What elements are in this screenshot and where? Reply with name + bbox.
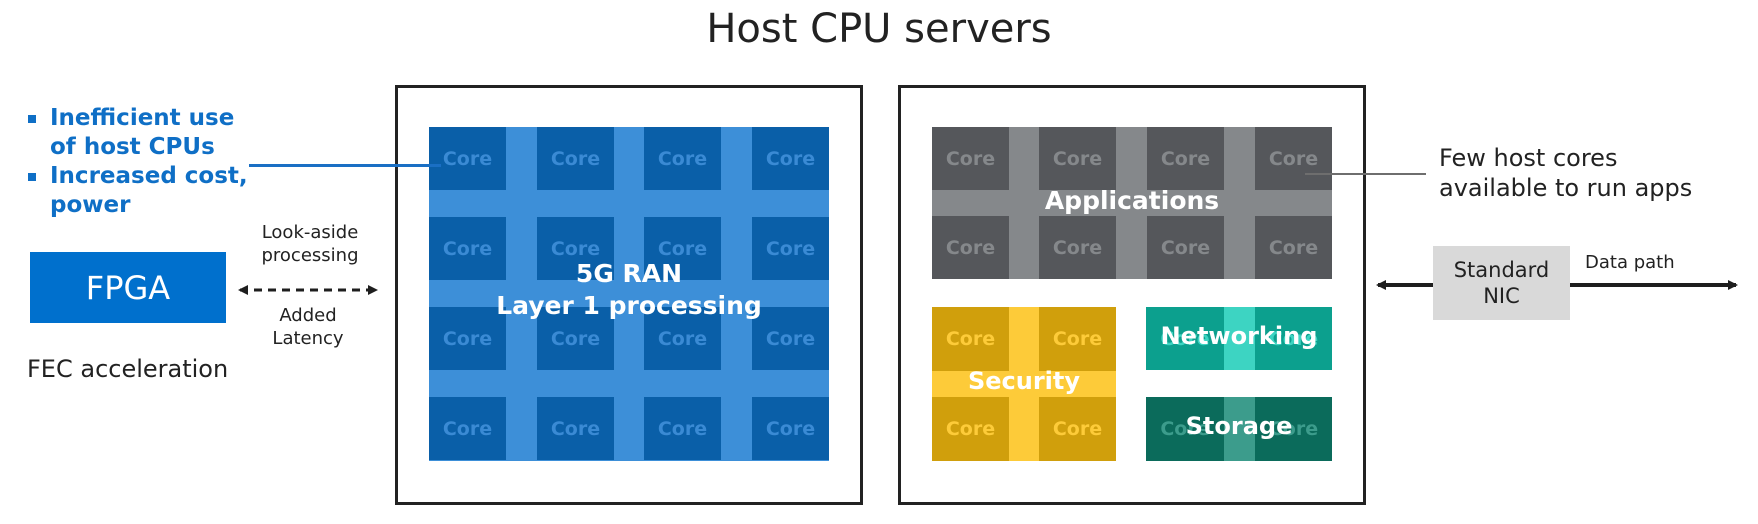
diagram-title: Host CPU servers — [706, 6, 1052, 52]
fpga-label: FPGA — [85, 268, 171, 307]
core-cell: Core — [932, 397, 1009, 461]
core-cell: Core — [537, 307, 614, 370]
core-cell: Core — [1147, 127, 1224, 190]
core-cell: Core — [752, 217, 829, 280]
core-cell: Core — [1039, 127, 1116, 190]
latency-line2: Latency — [272, 328, 344, 349]
networking-label: Networking — [1160, 322, 1318, 350]
few-cores-line1: Few host cores — [1439, 144, 1618, 172]
fec-acceleration-label: FEC acceleration — [27, 355, 229, 383]
core-cell: Core — [752, 397, 829, 460]
bullet-inefficient-use: Inefficient use of host CPUs — [28, 104, 248, 162]
lookaside-line2: processing — [261, 245, 359, 266]
standard-nic-block: Standard NIC — [1433, 246, 1570, 320]
core-cell: Core — [932, 127, 1009, 190]
few-cores-connector-line — [1305, 173, 1426, 175]
core-cell: Core — [752, 127, 829, 190]
ran-label-line1: 5G RAN — [575, 259, 683, 288]
data-path-label: Data path — [1585, 252, 1675, 273]
networking-stripe — [1224, 307, 1255, 370]
lookaside-line1: Look-aside — [261, 222, 359, 243]
core-cell: Core — [1039, 397, 1116, 461]
fpga-block: FPGA — [30, 252, 226, 323]
ran-label-line2: Layer 1 processing — [496, 291, 762, 320]
core-cell: Core — [1255, 127, 1332, 190]
latency-line1: Added — [279, 305, 337, 326]
drawback-bullets: Inefficient use of host CPUs Increased c… — [28, 104, 248, 220]
bullet-line: Inefficient use — [50, 105, 235, 131]
ran-processing-label: 5G RAN Layer 1 processing — [429, 258, 829, 322]
core-cell: Core — [1268, 417, 1319, 440]
core-cell: Core — [1268, 327, 1319, 350]
few-cores-annotation: Few host cores available to run apps — [1439, 143, 1692, 203]
core-cell: Core — [644, 307, 721, 370]
core-cell: Core — [1039, 216, 1116, 279]
storage-stripe — [1224, 397, 1255, 461]
core-cell: Core — [429, 307, 506, 370]
core-cell: Core — [1039, 307, 1116, 371]
core-cell: Core — [644, 127, 721, 190]
nic-line1: Standard — [1453, 258, 1550, 282]
nic-line2: NIC — [1483, 284, 1520, 308]
bullet-line: of host CPUs — [50, 134, 215, 160]
core-cell: Core — [644, 217, 721, 280]
core-cell: Core — [932, 216, 1009, 279]
core-cell: Core — [429, 217, 506, 280]
security-label: Security — [967, 367, 1081, 395]
few-cores-line2: available to run apps — [1439, 174, 1693, 202]
applications-label: Applications — [1044, 186, 1220, 215]
bullet-square-icon — [28, 115, 36, 123]
core-cell: Core — [537, 397, 614, 460]
bullet-square-icon — [28, 173, 36, 181]
core-cell: Core — [752, 307, 829, 370]
core-cell: Core — [429, 127, 506, 190]
storage-label: Storage — [1185, 412, 1293, 440]
core-cell: Core — [429, 397, 506, 460]
bullet-connector-line — [249, 164, 441, 167]
core-cell: Core — [1147, 216, 1224, 279]
bullet-increased-cost: Increased cost, power — [28, 162, 248, 220]
core-cell: Core — [537, 127, 614, 190]
lookaside-label: Look-aside processing — [240, 221, 380, 267]
latency-label: Added Latency — [238, 304, 378, 350]
bullet-line: Increased cost, — [50, 163, 248, 189]
core-cell: Core — [644, 397, 721, 460]
core-cell: Core — [1255, 216, 1332, 279]
core-cell: Core — [932, 307, 1009, 371]
core-cell: Core — [1160, 417, 1210, 440]
bullet-line: power — [50, 192, 131, 218]
core-cell: Core — [537, 217, 614, 280]
core-cell: Core — [1160, 327, 1210, 350]
